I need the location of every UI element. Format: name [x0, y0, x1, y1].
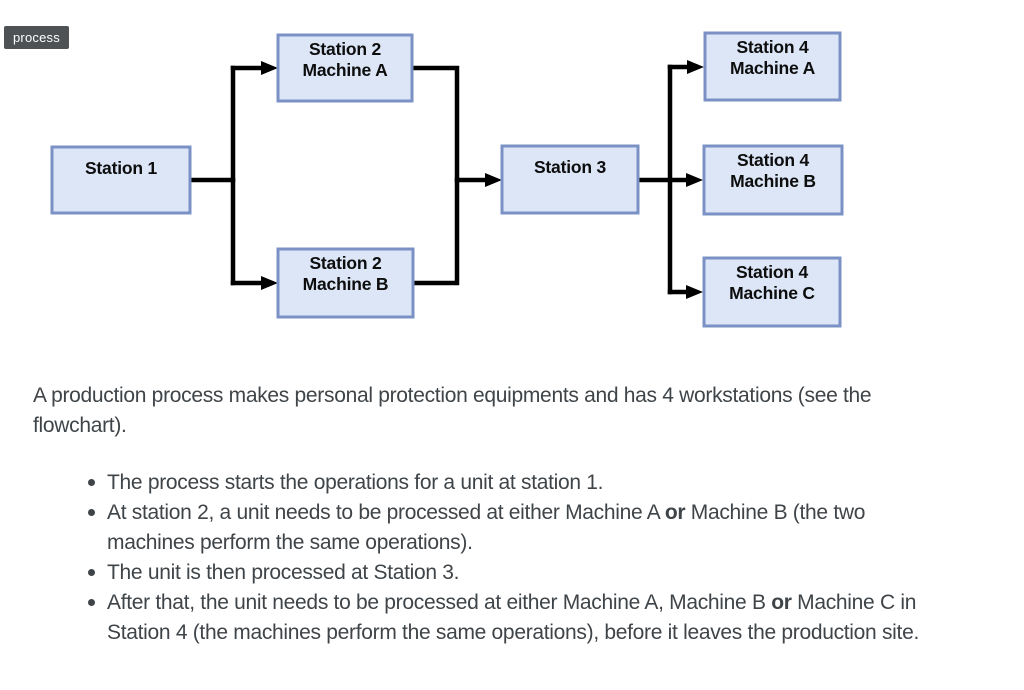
- intro-paragraph: A production process makes personal prot…: [33, 384, 872, 437]
- node-label-line: Station 2: [308, 39, 382, 59]
- node-label-line: Machine C: [729, 283, 815, 303]
- list-item: The process starts the operations for a …: [88, 468, 937, 498]
- bullet-bold-text: or: [771, 591, 792, 614]
- connector-station2-merge: [409, 65, 460, 286]
- bullet-text: Machine B (the two machines perform the …: [107, 501, 866, 554]
- flowchart-canvas: [50, 31, 844, 328]
- node-label-line: Station 1: [84, 158, 158, 178]
- station4-machine-b-box: [702, 144, 844, 216]
- node-label-line: Station 4: [735, 262, 809, 282]
- bullet-text: After that, the unit needs to be process…: [107, 591, 772, 614]
- list-item: The unit is then processed at Station 3.: [88, 558, 937, 588]
- bullet-text: Machine C in Station 4 (the machines per…: [107, 591, 919, 644]
- node-boxes: [50, 31, 844, 328]
- station3-box: [500, 144, 640, 215]
- station1-box: [50, 145, 192, 215]
- bullet-text: At station 2, a unit needs to be process…: [107, 501, 665, 524]
- node-label-line: Station 2: [309, 253, 382, 273]
- station2-machine-a-box: [276, 33, 414, 103]
- process-badge: process: [4, 26, 69, 49]
- node-label-line: Station 3: [533, 157, 607, 177]
- node-label-line: Machine A: [302, 60, 388, 80]
- node-label-line: Machine B: [730, 171, 816, 191]
- list-item: At station 2, a unit needs to be process…: [88, 498, 937, 558]
- station2-machine-b-box: [276, 247, 415, 319]
- station3-label: Station 3: [502, 146, 638, 224]
- process-steps-list: The process starts the operations for a …: [33, 468, 993, 648]
- station4-machine-c-box: [702, 256, 842, 328]
- description-section: A production process makes personal prot…: [33, 381, 993, 648]
- node-label-line: Station 4: [736, 150, 810, 170]
- station4-machine-a-box: [703, 31, 842, 102]
- connector-lines: [187, 60, 704, 299]
- bullet-bold-text: or: [664, 501, 686, 524]
- bullet-text: The unit is then processed at Station 3.: [107, 561, 460, 584]
- node-label-line: Machine B: [302, 274, 389, 294]
- list-item: After that, the unit needs to be process…: [88, 588, 937, 648]
- node-label-line: Machine A: [729, 58, 816, 78]
- bullet-text: The process starts the operations for a …: [107, 471, 604, 494]
- station1-label: Station 1: [52, 147, 190, 224]
- node-label-line: Station 4: [736, 37, 809, 57]
